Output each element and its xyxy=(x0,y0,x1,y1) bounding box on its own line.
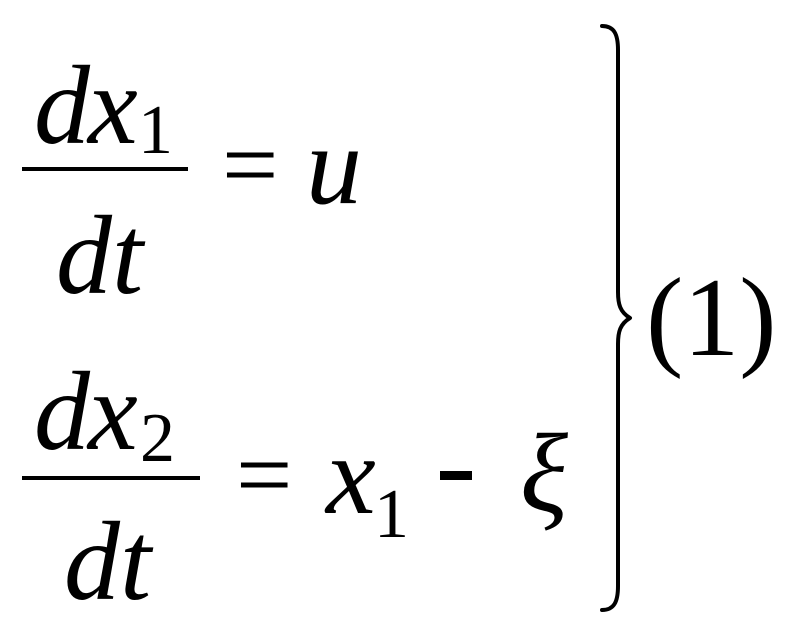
eq2-equals-sign: = xyxy=(236,419,293,530)
eq1-numerator-x: x xyxy=(88,44,138,168)
eq2-rhs-subscript: 1 xyxy=(374,476,409,553)
eq1-equals-sign: = xyxy=(222,109,279,220)
eq2-rhs-x: x xyxy=(326,414,376,538)
right-brace xyxy=(600,24,632,612)
eq2-numerator-d: d xyxy=(34,350,90,474)
eq1-numerator-subscript: 1 xyxy=(138,92,173,169)
eq2-numerator-x: x xyxy=(88,350,138,474)
eq2-minus-text: - xyxy=(440,471,441,472)
eq2-fraction-bar xyxy=(22,476,200,480)
equation-number-label: (1) xyxy=(646,256,777,380)
eq1-rhs: u xyxy=(306,104,362,228)
eq2-xi-symbol: ξ xyxy=(520,412,568,536)
eq1-denominator: dt xyxy=(56,194,144,318)
eq1-fraction-bar xyxy=(22,167,188,171)
eq2-numerator-subscript: 2 xyxy=(140,400,175,477)
eq1-numerator-d: d xyxy=(34,44,90,168)
eq2-minus-sign: - xyxy=(440,471,472,480)
eq2-denominator: dt xyxy=(64,500,152,624)
